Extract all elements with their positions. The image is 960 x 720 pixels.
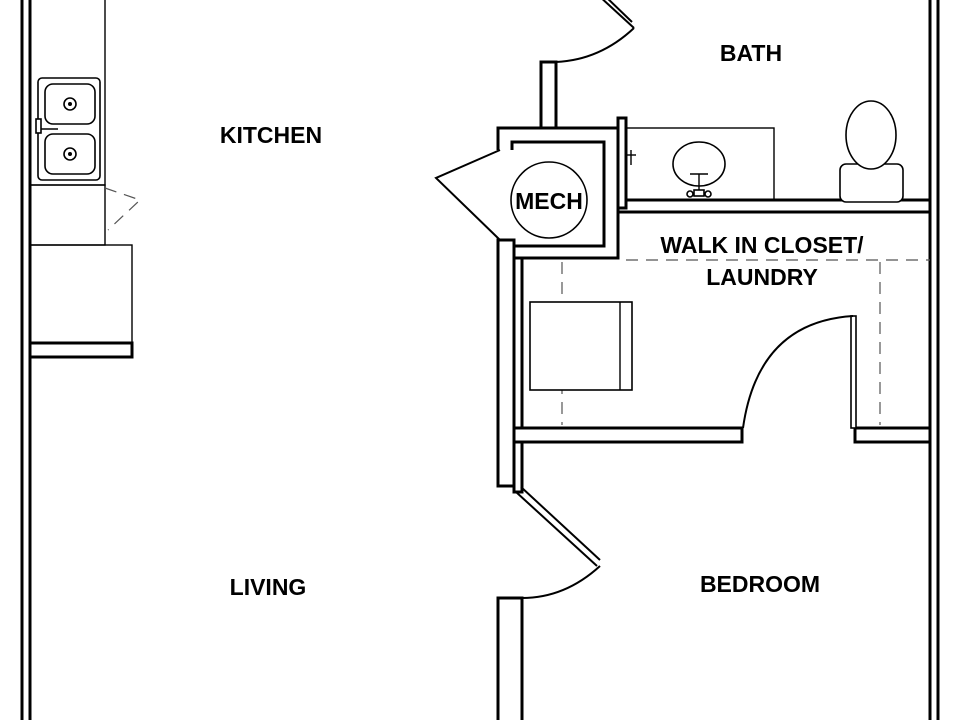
kitchen-sink xyxy=(35,77,101,181)
interior-walls xyxy=(496,238,932,720)
bedroom-door xyxy=(515,486,601,599)
closet-label-line1: WALK IN CLOSET/ xyxy=(660,232,864,258)
closet-label-line2: LAUNDRY xyxy=(706,264,818,290)
bedroom-label: BEDROOM xyxy=(700,571,820,597)
exterior-walls xyxy=(20,0,940,720)
mech-closet xyxy=(434,126,620,260)
kitchen-label: KITCHEN xyxy=(220,122,322,148)
toilet xyxy=(839,100,904,203)
dishwasher xyxy=(104,187,142,231)
living-label: LIVING xyxy=(230,574,307,600)
bath-vanity xyxy=(625,127,775,201)
kitchen-wall-stub xyxy=(28,341,134,359)
closet-door xyxy=(742,315,857,429)
washer-dryer xyxy=(529,301,633,391)
mech-label: MECH xyxy=(515,188,583,214)
bath-label: BATH xyxy=(720,40,782,66)
